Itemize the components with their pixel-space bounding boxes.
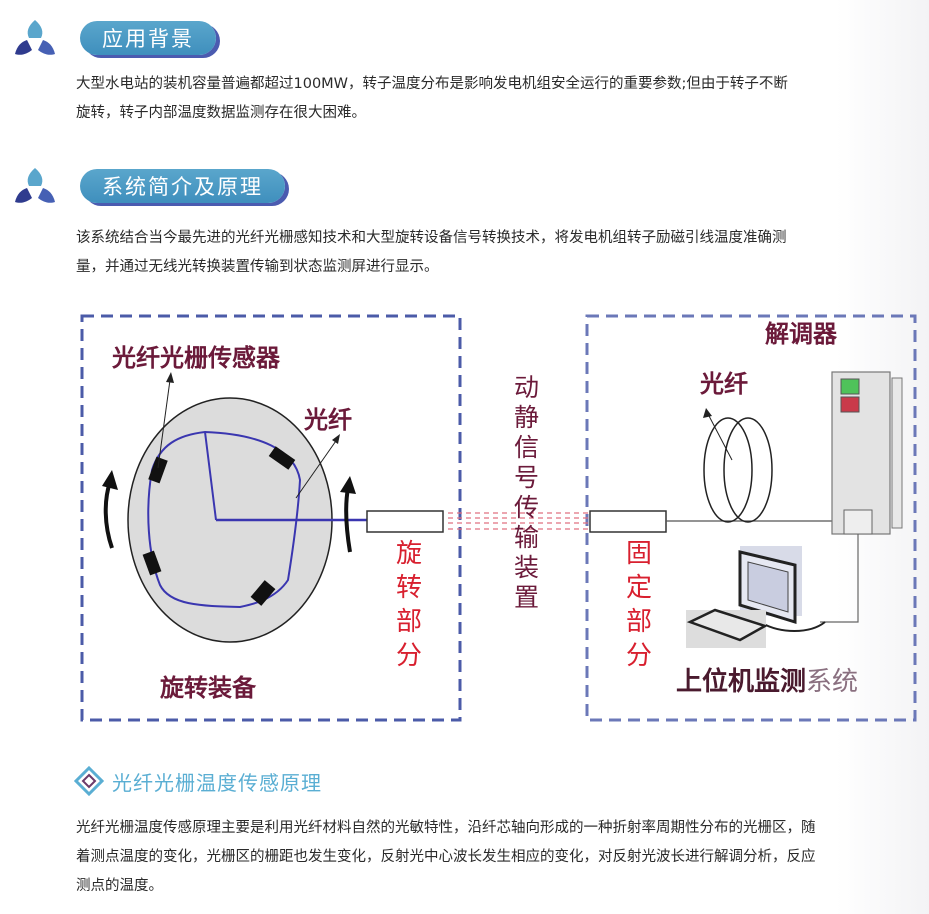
vlabel-trans-char: 传 <box>514 493 539 522</box>
section-title-badge: 系统简介及原理 <box>80 169 285 203</box>
demodulator-label: 解调器 <box>765 320 838 348</box>
vlabel-rot-char: 分 <box>396 641 422 671</box>
grating-sensor <box>268 446 296 470</box>
background-paragraph: 大型水电站的装机容量普遍都超过100MW，转子温度分布是影响发电机组安全运行的重… <box>76 76 788 121</box>
fbg-principle-paragraph: 光纤光栅温度传感原理主要是利用光纤材料自然的光敏特性，沿纤芯轴向形成的一种折射率… <box>76 820 816 894</box>
vlabel-fixed-char: 部 <box>626 607 652 637</box>
grating-sensor <box>250 580 276 606</box>
vlabel-rot-char: 旋 <box>396 539 422 569</box>
vlabel-trans-char: 静 <box>514 403 539 432</box>
monitor-label: 上位机监测系统 <box>676 666 858 697</box>
vlabel-trans-char: 装 <box>514 553 539 582</box>
diamond-icon <box>74 766 104 796</box>
section-header-fbg-principle: 光纤光栅温度传感原理 <box>74 766 322 796</box>
vlabel-fixed-char: 分 <box>626 641 652 671</box>
vlabel-trans-char: 置 <box>514 583 539 612</box>
computer-icon <box>686 546 826 648</box>
rotary-coupler <box>366 510 444 533</box>
fixed-coupler <box>589 510 667 533</box>
fiber-radial <box>204 431 217 521</box>
fiber-label: 光纤 <box>303 406 352 434</box>
section-header-background: 应用背景 <box>12 16 216 60</box>
vlabel-trans-char: 号 <box>514 463 539 492</box>
equipment-label: 旋转装备 <box>159 674 257 702</box>
fiber-pointer <box>295 437 339 499</box>
tri-petal-logo-icon <box>15 20 55 55</box>
fiber-coil <box>723 417 773 523</box>
coil-fiber-label: 光纤 <box>699 370 748 398</box>
section-title-badge: 应用背景 <box>80 21 216 55</box>
subsection-title: 光纤光栅温度传感原理 <box>112 770 322 795</box>
coil-pointer <box>707 413 733 461</box>
monitor-label-dark: 上位机监测 <box>676 666 806 697</box>
red-indicator-light <box>840 396 860 413</box>
vlabel-trans-char: 动 <box>514 373 539 402</box>
monitor-label-light: 系统 <box>806 667 858 697</box>
fiber-coil <box>703 417 753 523</box>
system-intro-paragraph: 该系统结合当今最先进的光纤光栅感知技术和大型旋转设备信号转换技术，将发电机组转子… <box>76 230 787 275</box>
green-indicator-light <box>840 378 860 395</box>
grating-sensor <box>142 550 162 576</box>
rotation-arrow-icon <box>103 481 114 549</box>
pointer-head-icon <box>703 408 712 418</box>
monitor-cable <box>820 534 859 623</box>
sensor-pointer <box>157 379 171 469</box>
pointer-head-icon <box>332 434 340 444</box>
demodulator-port <box>843 509 873 535</box>
demodulator-side <box>891 377 903 529</box>
rotation-arrow-head-icon <box>102 470 118 490</box>
vlabel-trans-char: 信 <box>514 433 539 462</box>
vlabel-fixed-char: 固 <box>626 539 652 569</box>
vlabel-fixed-char: 定 <box>626 573 652 603</box>
vlabel-rot-char: 转 <box>396 573 422 603</box>
section-header-system-intro: 系统简介及原理 <box>12 164 285 208</box>
vlabel-trans-char: 输 <box>514 523 539 552</box>
rotation-arrow-head-icon <box>340 476 356 494</box>
vlabel-rot-char: 部 <box>396 607 422 637</box>
tri-petal-logo-icon <box>15 168 55 203</box>
sensor-label: 光纤光栅传感器 <box>111 344 281 372</box>
grating-sensor <box>148 456 168 484</box>
pointer-head-icon <box>166 372 174 383</box>
